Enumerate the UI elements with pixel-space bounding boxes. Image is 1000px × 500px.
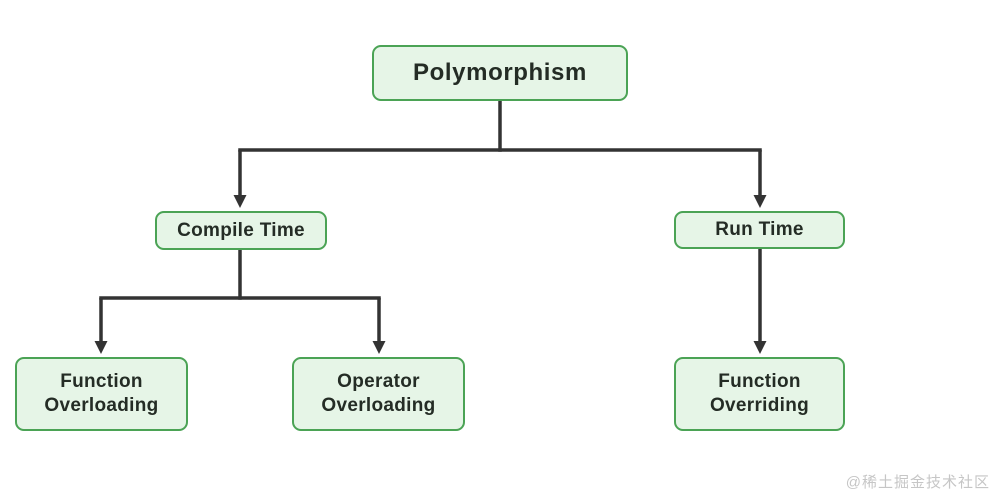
node-function-overriding: Function Overriding <box>674 357 845 431</box>
node-run-time: Run Time <box>674 211 845 249</box>
node-operator-overloading: Operator Overloading <box>292 357 465 431</box>
node-polymorphism: Polymorphism <box>372 45 628 101</box>
node-function-overloading: Function Overloading <box>15 357 188 431</box>
watermark: @稀土掘金技术社区 <box>845 474 990 491</box>
node-compile-time: Compile Time <box>155 211 327 250</box>
